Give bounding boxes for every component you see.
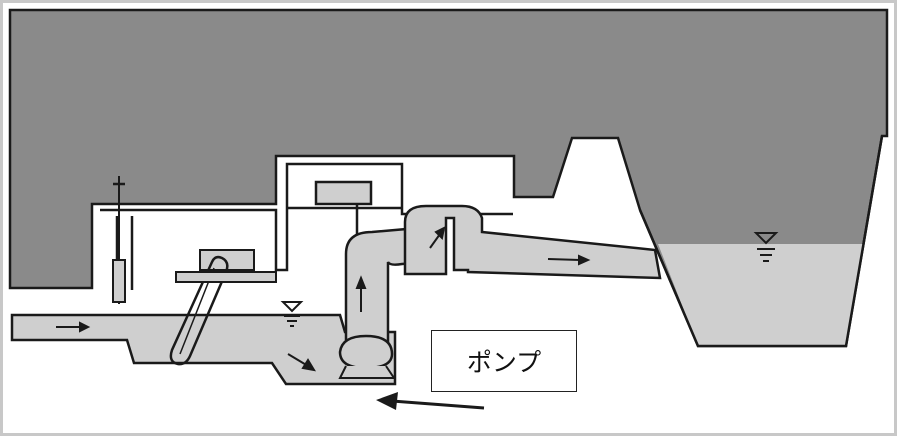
pump-body (338, 334, 396, 379)
gate-structure (112, 176, 126, 304)
flow-arrow-inlet (56, 321, 91, 333)
motor-housing (314, 180, 373, 206)
water-level-sump (280, 301, 304, 327)
pump-label: ポンプ (431, 330, 577, 392)
floor-slab (175, 271, 277, 283)
flow-arrow-outlet (547, 254, 591, 266)
river-bank-line (638, 135, 884, 348)
building-outline (100, 162, 513, 290)
river-channel (658, 244, 864, 346)
inlet-channel (10, 313, 397, 386)
flow-arrow-riser (355, 275, 367, 312)
pump-leader-arrow (376, 392, 485, 410)
flow-arrow-discharge (429, 226, 446, 249)
discharge-chamber (403, 204, 662, 280)
water-level-river (753, 232, 779, 262)
flow-arrow-sump (287, 353, 316, 372)
